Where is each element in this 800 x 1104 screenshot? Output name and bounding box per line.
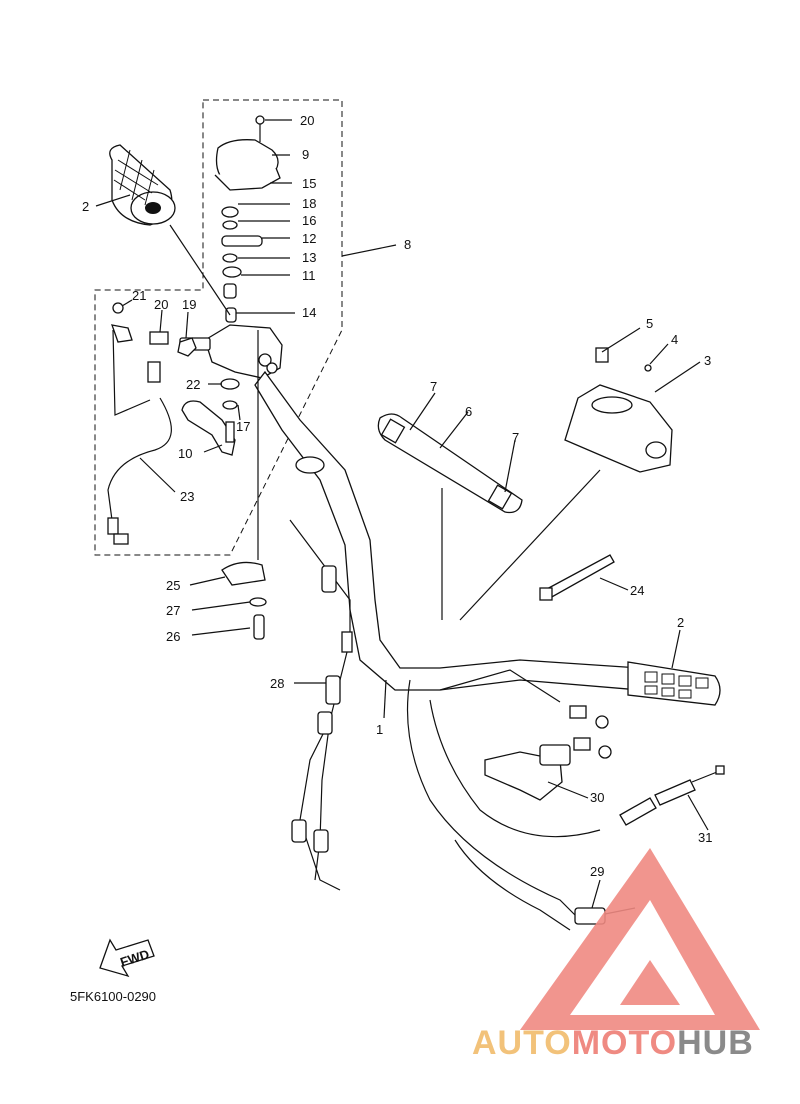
crossbar-pad (377, 413, 523, 514)
forward-arrow-icon: FWD (99, 938, 155, 978)
watermark-part-2: MOTO (572, 1024, 677, 1062)
callout-20: 20 (154, 297, 168, 312)
callout-15: 15 (302, 176, 316, 191)
throttle-cable (107, 329, 172, 545)
callout-9: 9 (302, 147, 309, 162)
callout-10: 10 (178, 446, 192, 461)
callout-31: 31 (698, 830, 712, 845)
throttle-cover (214, 115, 281, 191)
callout-2: 2 (677, 615, 684, 630)
callout-30: 30 (590, 790, 604, 805)
throttle-housing (179, 324, 283, 379)
callout-11: 11 (302, 268, 316, 283)
watermark-logo-icon (520, 848, 760, 1030)
screws-left (111, 302, 197, 357)
callout-2: 2 (82, 199, 89, 214)
callout-7: 7 (430, 379, 437, 394)
diagram-code: 5FK6100-0290 (70, 989, 156, 1004)
brake-cable (289, 519, 353, 891)
callout-19: 19 (182, 297, 196, 312)
callout-4: 4 (671, 332, 678, 347)
callout-29: 29 (590, 864, 604, 879)
callout-12: 12 (302, 231, 316, 246)
callout-24: 24 (630, 583, 644, 598)
callout-16: 16 (302, 213, 316, 228)
callout-7: 7 (512, 430, 519, 445)
cable-31 (619, 765, 725, 826)
lower-clamp-parts (221, 330, 267, 640)
callout-25: 25 (166, 578, 180, 593)
callout-14: 14 (302, 305, 316, 320)
watermark-part-1: AUTO (472, 1024, 572, 1062)
callout-labels: 1 2 2 3 4 5 6 7 7 8 9 10 11 12 13 14 15 … (82, 113, 712, 879)
callout-18: 18 (302, 196, 316, 211)
leader-lines (95, 119, 709, 909)
callout-8: 8 (404, 237, 411, 252)
assembly-boundary-8 (94, 99, 343, 556)
throttle-lever (181, 378, 240, 456)
small-stack-parts (221, 206, 263, 323)
handlebar-holder (564, 347, 673, 473)
callout-26: 26 (166, 629, 180, 644)
callout-22: 22 (186, 377, 200, 392)
callout-23: 23 (180, 489, 194, 504)
callout-13: 13 (302, 250, 316, 265)
watermark-part-3: HUB (677, 1024, 754, 1062)
callout-3: 3 (704, 353, 711, 368)
left-grip (109, 144, 176, 226)
callout-17: 17 (236, 419, 250, 434)
callout-5: 5 (646, 316, 653, 331)
callout-1: 1 (376, 722, 383, 737)
cable-tie (539, 554, 615, 601)
lever-bracket (484, 705, 612, 801)
callout-28: 28 (270, 676, 284, 691)
svg-text:AUTOMOTOHUB: AUTOMOTOHUB (472, 1024, 754, 1062)
watermark-text: AUTOMOTOHUB (472, 1024, 754, 1062)
callout-27: 27 (166, 603, 180, 618)
callout-20: 20 (300, 113, 314, 128)
callout-6: 6 (465, 404, 472, 419)
callout-21: 21 (132, 288, 146, 303)
right-grip (627, 661, 721, 706)
